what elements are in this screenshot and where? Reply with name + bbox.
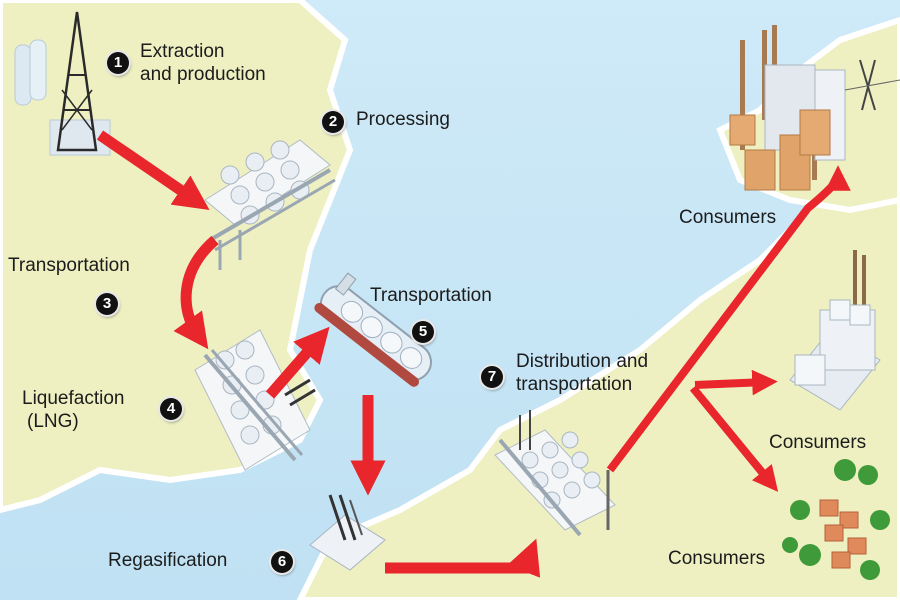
arrow-distribution-to-power-plant [606, 165, 851, 473]
step-4-badge: 4 [160, 398, 182, 420]
arrow-regasification-to-distribution [385, 538, 541, 578]
step-4-label: Liquefaction (LNG) [22, 387, 124, 433]
liquefaction-plant-icon [194, 329, 316, 471]
processing-plant-icon [204, 139, 336, 270]
consumers-label-power-plant: Consumers [679, 207, 777, 228]
step-2-badge: 2 [322, 111, 344, 133]
arrow-extraction-to-processing [96, 130, 210, 210]
step-3-badge: 3 [96, 293, 118, 315]
step-5-badge: 5 [412, 321, 434, 343]
arrow-processing-to-liquefaction [173, 235, 219, 350]
consumers-label-houses: Consumers [668, 548, 766, 569]
step-1-badge: 1 [107, 52, 129, 74]
flow-arrows [96, 130, 851, 578]
arrow-distribution-to-factory [694, 369, 778, 396]
arrow-liquefaction-to-ship [265, 326, 330, 399]
step-4-label-line1: Liquefaction [22, 388, 125, 409]
power-plant-icon [729, 25, 900, 191]
arrow-distribution-to-houses [689, 385, 779, 492]
step-6-label: Regasification [108, 550, 228, 571]
step-2-label: Processing [356, 109, 450, 130]
step-1-label-line1: Extraction [140, 41, 225, 62]
distribution-station-icon [494, 410, 616, 537]
step-7-label: Distribution and transportation [516, 350, 648, 396]
lng-tanker-ship-icon [314, 272, 432, 387]
consumers-label-factory: Consumers [769, 432, 867, 453]
step-7-label-line1: Distribution and [516, 351, 649, 372]
step-5-label: Transportation [370, 285, 492, 306]
step-7-badge: 7 [481, 366, 503, 388]
step-7-label-line2: transportation [516, 374, 633, 395]
industrial-factory-icon [789, 250, 881, 411]
step-6-badge: 6 [271, 551, 293, 573]
step-1-label-line2: and production [140, 64, 266, 85]
regasification-terminal-icon [309, 494, 386, 571]
step-3-label: Transportation [8, 255, 130, 276]
step-4-label-line2: (LNG) [27, 411, 79, 432]
step-1-label: Extraction and production [140, 40, 266, 86]
residential-houses-icon [782, 459, 890, 580]
